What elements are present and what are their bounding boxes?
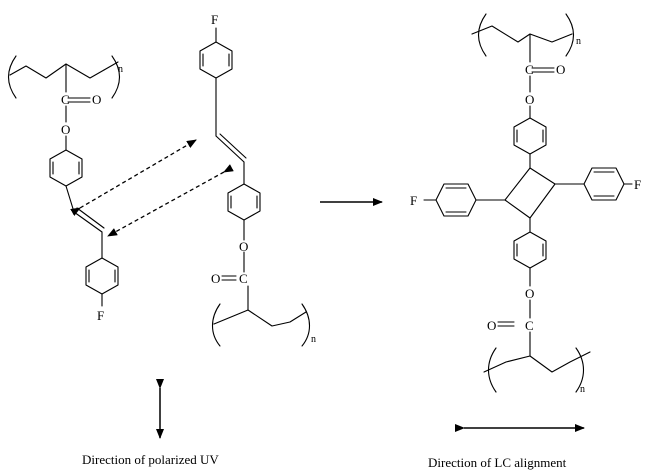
atom-o-left-ester: O (61, 122, 70, 137)
atom-o-right-chain-ester: O (239, 239, 248, 254)
atom-o-product-bottom-carbonyl: O (487, 318, 496, 333)
repeat-n-left-upper: n (118, 64, 123, 75)
repeat-n-product-bottom: n (580, 384, 585, 395)
caption-polarized-uv: Direction of polarized UV (82, 452, 219, 467)
atom-f-product-right: F (634, 177, 641, 192)
atom-o-product-bottom-ester: O (525, 286, 534, 301)
repeat-n-left-lower: n (311, 334, 316, 345)
atom-o-product-top-carbonyl: O (556, 62, 565, 77)
atom-o-product-top-ester: O (525, 92, 534, 107)
atom-c-left: C (61, 92, 70, 107)
atom-f-product-left: F (410, 193, 417, 208)
atom-c-product-top: C (525, 62, 534, 77)
repeat-n-product-top: n (576, 36, 581, 47)
cyclobutane-dimer (423, 13, 633, 393)
dashed-arrow-lower (107, 164, 234, 237)
atom-o-left-carbonyl: O (92, 92, 101, 107)
atom-o-right-chain-carbonyl: O (211, 271, 220, 286)
atom-f-right-chain: F (211, 12, 218, 27)
atom-c-product-bottom: C (525, 318, 534, 333)
caption-lc-alignment: Direction of LC alignment (428, 455, 567, 470)
atom-f-left: F (97, 308, 104, 323)
atom-c-right-chain: C (239, 271, 248, 286)
dashed-arrow-upper (70, 139, 197, 217)
polymer-chain-left-lower (199, 27, 311, 347)
